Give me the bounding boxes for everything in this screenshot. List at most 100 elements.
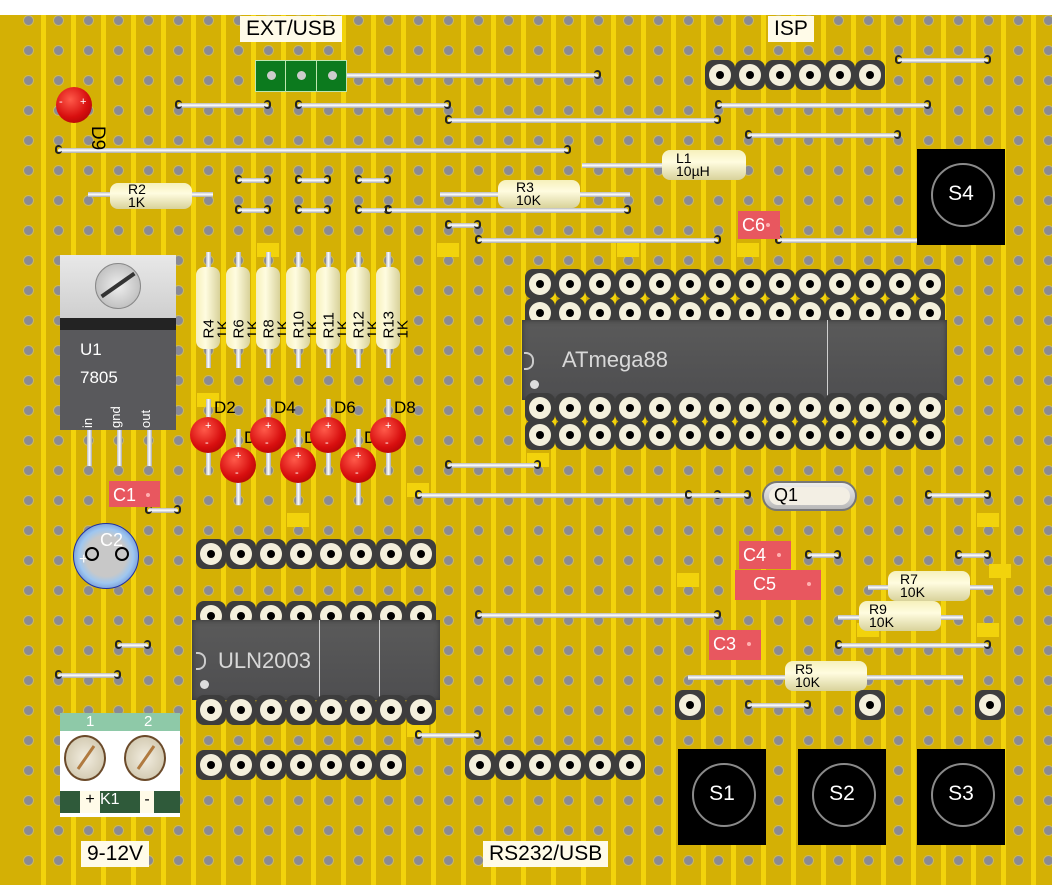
hole (773, 825, 784, 836)
hole (623, 675, 634, 686)
hole (953, 465, 964, 476)
hole (1043, 765, 1052, 776)
hole (383, 525, 394, 536)
hole (713, 465, 724, 476)
hole (53, 45, 64, 56)
pin1-dot (200, 680, 209, 689)
hole (23, 855, 34, 866)
hole (683, 15, 694, 26)
hole (1043, 825, 1052, 836)
strip-gap (731, 15, 736, 885)
hole (473, 45, 484, 56)
hole (623, 705, 634, 716)
hole (323, 225, 334, 236)
hole (653, 525, 664, 536)
r3-value: 10K (516, 192, 541, 208)
rs232-header[interactable] (465, 750, 645, 780)
hole (983, 855, 994, 866)
hole (293, 225, 304, 236)
hole (1043, 555, 1052, 566)
hole (923, 705, 934, 716)
hole (323, 585, 334, 596)
hole (173, 555, 184, 566)
led-d6: +- (310, 417, 346, 453)
k1-plus: + (80, 791, 100, 813)
hole (593, 135, 604, 146)
hole (533, 585, 544, 596)
hole (923, 45, 934, 56)
hole (683, 135, 694, 146)
hole (353, 225, 364, 236)
hole (953, 45, 964, 56)
pin-pad (735, 269, 765, 299)
pin-pad (286, 695, 316, 725)
hole (953, 855, 964, 866)
switch-s1[interactable]: S1 (678, 749, 766, 845)
hole (53, 555, 64, 566)
hole (713, 45, 724, 56)
wire-link (475, 610, 721, 619)
strip-gap (941, 15, 946, 885)
terminal-k1[interactable]: 1 2 + K1 - (60, 713, 180, 817)
pin-pad (915, 420, 945, 450)
strip-gap (761, 15, 766, 885)
switch-s4[interactable]: S4 (917, 149, 1005, 245)
hole (863, 465, 874, 476)
hole (503, 225, 514, 236)
ext-usb-header[interactable] (255, 60, 347, 92)
hole (23, 825, 34, 836)
switch-s3[interactable]: S3 (917, 749, 1005, 845)
strip-gap (101, 15, 106, 885)
hole (563, 255, 574, 266)
hole (953, 375, 964, 386)
hole (1043, 645, 1052, 656)
strip-gap (131, 15, 136, 885)
hole (203, 75, 214, 86)
hole (233, 585, 244, 596)
c6-ref: C6 (742, 215, 766, 235)
label-d6: D6 (334, 398, 356, 417)
hole (263, 825, 274, 836)
hole (653, 825, 664, 836)
hole (173, 75, 184, 86)
screw-icon (64, 735, 106, 781)
pin-pad (765, 269, 795, 299)
c5-ref: C5 (753, 574, 777, 594)
pin-pad (316, 695, 346, 725)
hole (803, 195, 814, 206)
header-bottom-left[interactable] (196, 750, 406, 780)
hole (713, 705, 724, 716)
lead (117, 430, 122, 466)
wire-link (295, 175, 331, 184)
hole (473, 285, 484, 296)
hole (83, 15, 94, 26)
track-cut (617, 243, 639, 257)
hole (23, 705, 34, 716)
screw-icon (124, 735, 166, 781)
hole (653, 105, 664, 116)
led-minus-mark: - (265, 437, 269, 449)
hole (1013, 405, 1024, 416)
hole (833, 585, 844, 596)
hole (923, 855, 934, 866)
hole (233, 735, 244, 746)
hole (173, 165, 184, 176)
hole (53, 585, 64, 596)
hole (803, 255, 814, 266)
isp-header[interactable] (705, 60, 885, 90)
hole (653, 45, 664, 56)
hole (743, 195, 754, 206)
hole (413, 525, 424, 536)
switch-s2[interactable]: S2 (798, 749, 886, 845)
uln-header-top[interactable] (196, 539, 436, 569)
track-cut (287, 513, 309, 527)
regulator-body: U1 7805 in gnd out (60, 318, 176, 430)
hole (653, 705, 664, 716)
hole (1013, 135, 1024, 146)
hole (983, 15, 994, 26)
hole (833, 525, 844, 536)
hole (773, 615, 784, 626)
hole (503, 315, 514, 326)
r5-value: 10K (795, 674, 820, 690)
